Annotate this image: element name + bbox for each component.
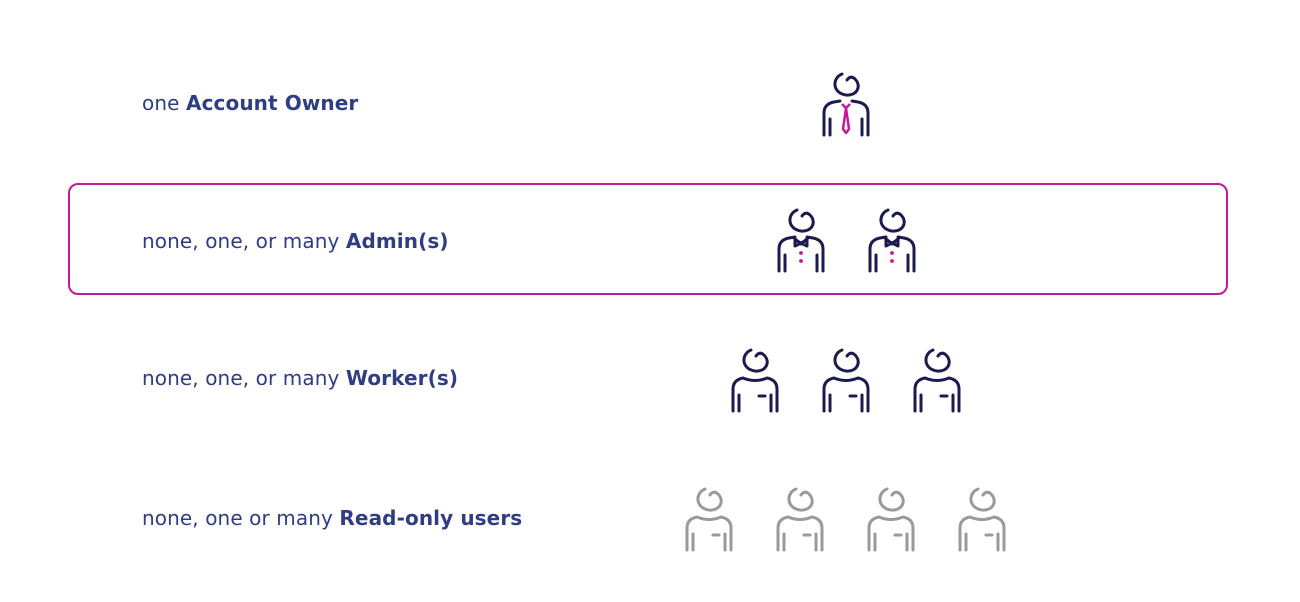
label-role: Read-only users bbox=[339, 506, 523, 530]
worker-icon bbox=[820, 347, 872, 413]
label-role: Worker(s) bbox=[345, 366, 459, 390]
row-label: one Account Owner bbox=[142, 91, 358, 115]
label-prefix: none, one, or many bbox=[142, 229, 346, 253]
read-only-user-icon bbox=[956, 486, 1008, 552]
label-prefix: none, one or many bbox=[142, 506, 340, 530]
row-label: none, one, or many Admin(s) bbox=[142, 229, 449, 253]
read-only-user-icon bbox=[683, 486, 735, 552]
account-owner-icon bbox=[820, 71, 872, 137]
read-only-user-icon bbox=[774, 486, 826, 552]
read-only-user-icon bbox=[865, 486, 917, 552]
worker-icon bbox=[911, 347, 963, 413]
label-prefix: none, one, or many bbox=[142, 366, 346, 390]
worker-icon bbox=[729, 347, 781, 413]
label-role: Admin(s) bbox=[345, 229, 449, 253]
row-label: none, one or many Read-only users bbox=[142, 506, 522, 530]
label-prefix: one bbox=[142, 91, 186, 115]
label-role: Account Owner bbox=[185, 91, 359, 115]
row-label: none, one, or many Worker(s) bbox=[142, 366, 458, 390]
admin-icon bbox=[775, 207, 827, 273]
highlight-box bbox=[68, 183, 1228, 295]
admin-icon bbox=[866, 207, 918, 273]
